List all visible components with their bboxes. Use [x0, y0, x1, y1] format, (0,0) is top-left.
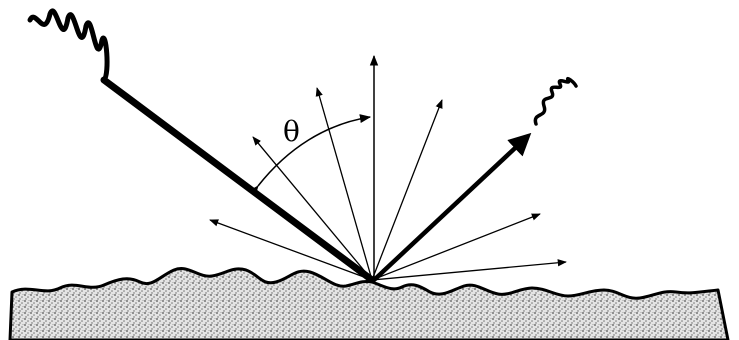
scattered-ray — [372, 262, 566, 280]
angle-label: θ — [283, 118, 300, 146]
incident-ray — [104, 80, 372, 280]
angle-arc — [258, 117, 370, 186]
scattered-ray — [317, 88, 372, 280]
scattered-ray — [372, 214, 540, 280]
scattered-rays — [210, 88, 566, 280]
specular-reflected-ray — [374, 136, 528, 280]
reflected-wave-icon — [535, 79, 576, 124]
incident-wave-icon — [30, 11, 107, 80]
scattered-ray — [372, 100, 442, 280]
